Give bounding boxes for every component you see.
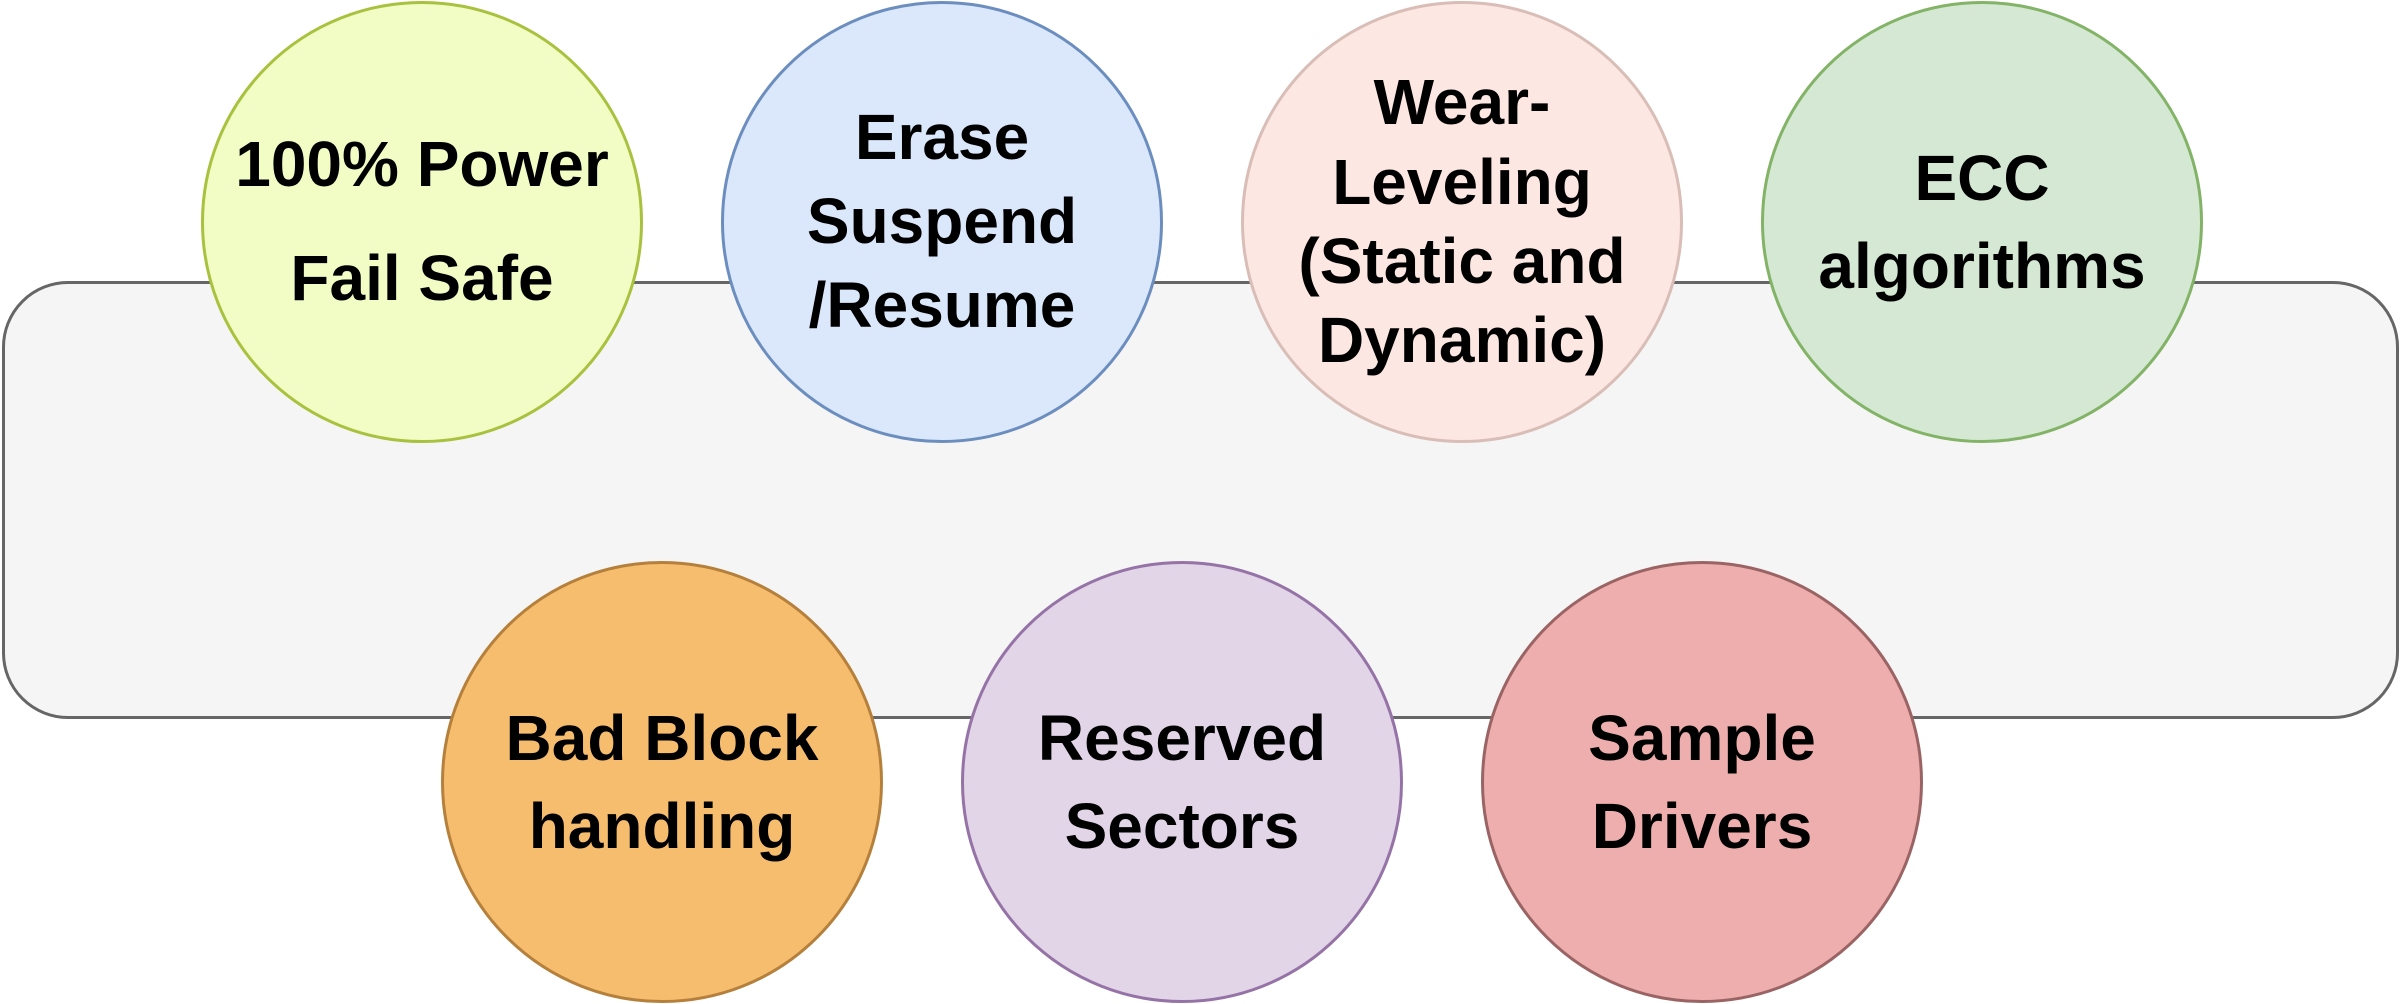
power-fail-safe-label: 100% Power Fail Safe: [235, 128, 609, 314]
reserved-sectors-label: Reserved Sectors: [1037, 701, 1327, 862]
wear-leveling-label: Wear- Leveling (Static and Dynamic): [1298, 66, 1626, 377]
erase-suspend-resume-circle: Erase Suspend /Resume: [721, 1, 1163, 443]
bad-block-handling-circle: Bad Block handling: [441, 561, 883, 1003]
wear-leveling-circle: Wear- Leveling (Static and Dynamic): [1241, 1, 1683, 443]
reserved-sectors-circle: Reserved Sectors: [961, 561, 1403, 1003]
sample-drivers-label: Sample Drivers: [1588, 701, 1816, 862]
bad-block-handling-label: Bad Block handling: [505, 701, 819, 862]
erase-suspend-resume-label: Erase Suspend /Resume: [806, 101, 1078, 341]
sample-drivers-circle: Sample Drivers: [1481, 561, 1923, 1003]
ecc-algorithms-circle: ECC algorithms: [1761, 1, 2203, 443]
power-fail-safe-circle: 100% Power Fail Safe: [201, 1, 643, 443]
ecc-algorithms-label: ECC algorithms: [1818, 141, 2146, 302]
